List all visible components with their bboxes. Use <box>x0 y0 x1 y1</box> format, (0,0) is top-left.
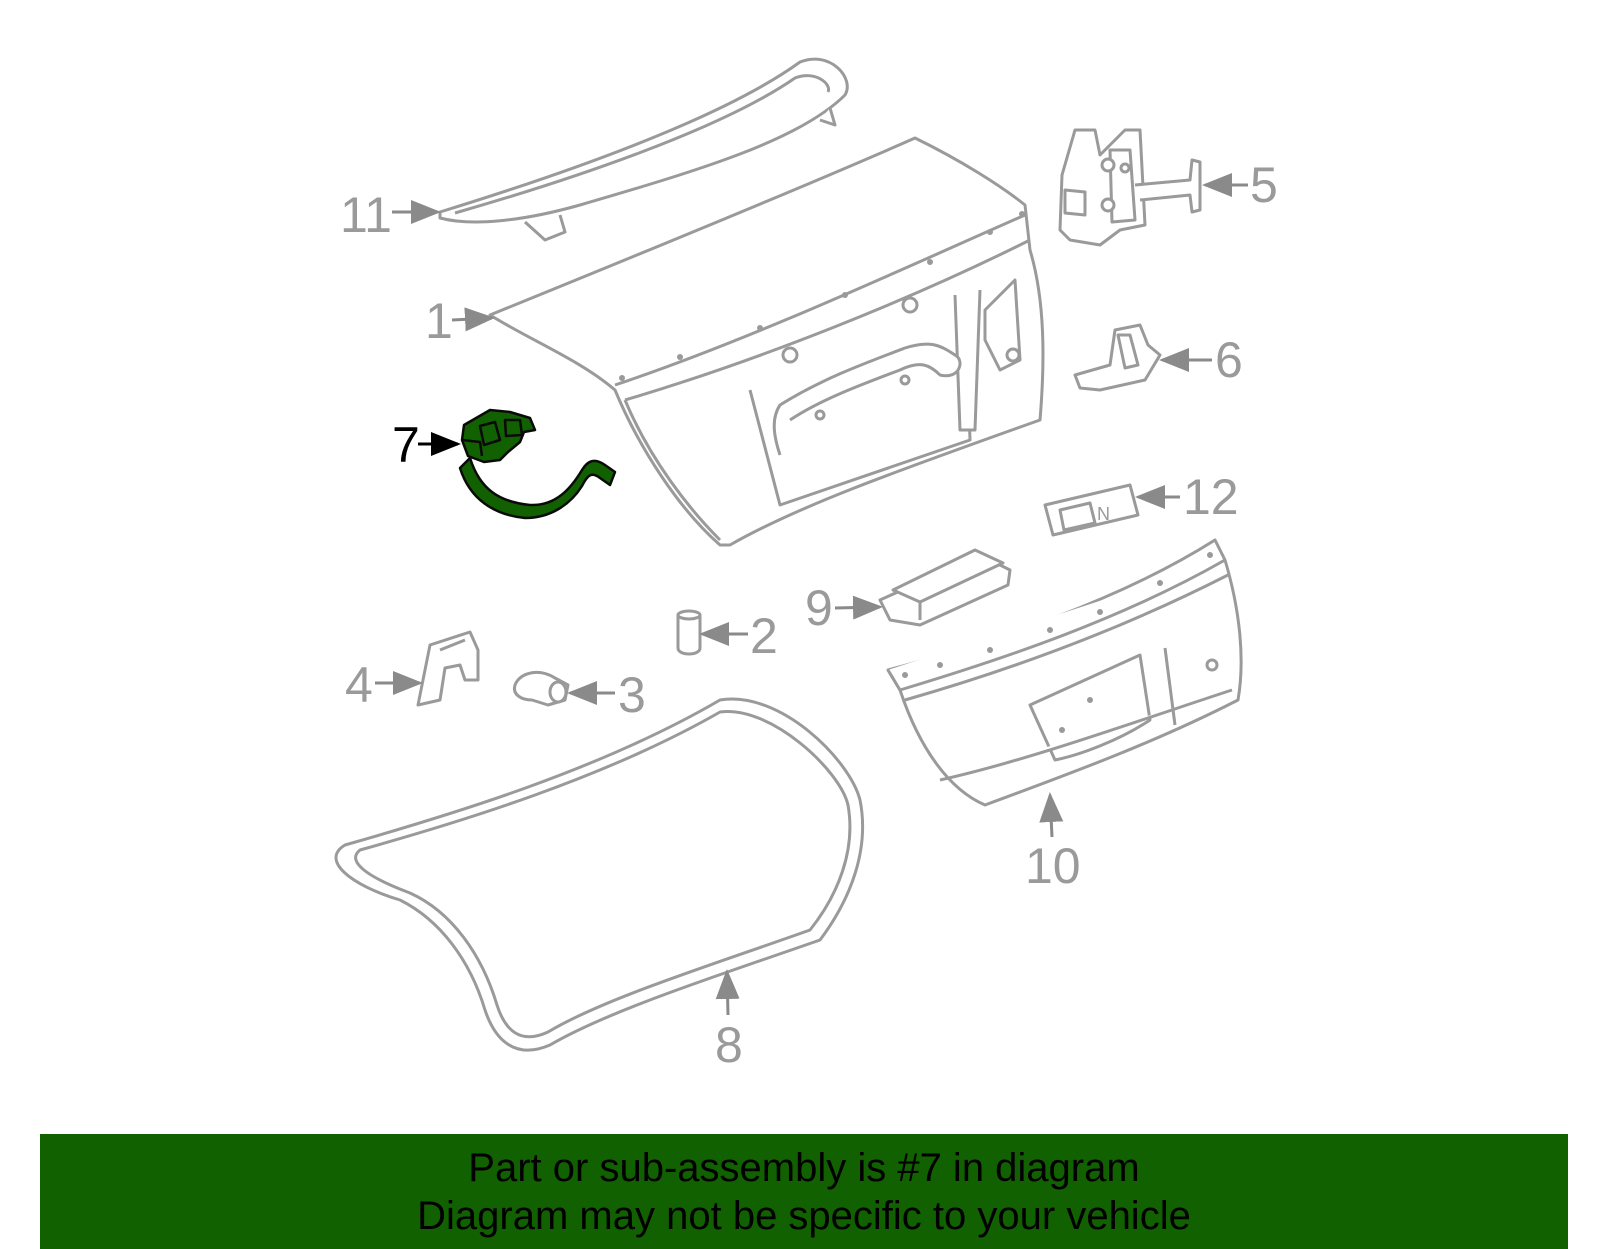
callout-leaders <box>375 173 1248 1016</box>
part-1-trunk-lid <box>488 136 1045 547</box>
callout-1: 1 <box>425 293 453 349</box>
callout-10: 10 <box>1025 838 1081 894</box>
part-3-grommet <box>512 670 570 707</box>
garnish-holes <box>902 552 1213 733</box>
part-10-garnish-panel <box>886 538 1243 807</box>
info-banner: Part or sub-assembly is #7 in diagram Di… <box>40 1134 1568 1249</box>
part-4-bracket <box>416 630 480 707</box>
callout-5: 5 <box>1250 157 1278 213</box>
callout-9: 9 <box>805 580 833 636</box>
callout-8: 8 <box>715 1017 743 1073</box>
callout-3: 3 <box>618 667 646 723</box>
callout-11: 11 <box>340 187 392 243</box>
part-12-emblem: N <box>1043 483 1140 537</box>
callout-12: 12 <box>1183 469 1239 525</box>
callout-6: 6 <box>1215 332 1243 388</box>
part-9-license-lamp <box>878 548 1012 627</box>
part-8-weatherstrip <box>334 697 865 1052</box>
banner-line-part: Part or sub-assembly is #7 in diagram <box>468 1146 1140 1190</box>
part-5-trunk-latch <box>1058 128 1202 247</box>
trunk-lid-holes <box>619 211 1025 381</box>
callout-4: 4 <box>345 657 373 713</box>
part-11-spoiler <box>438 57 849 242</box>
callout-2: 2 <box>750 608 778 664</box>
part-6-striker <box>1073 323 1162 392</box>
banner-line-disclaimer: Diagram may not be specific to your vehi… <box>417 1194 1191 1238</box>
part-2-bumper-stop <box>676 609 702 656</box>
part-7-release-cable <box>458 408 617 520</box>
svg-text:N: N <box>1097 504 1110 524</box>
callout-7: 7 <box>392 417 420 473</box>
parts-diagram: N <box>334 57 1278 1073</box>
